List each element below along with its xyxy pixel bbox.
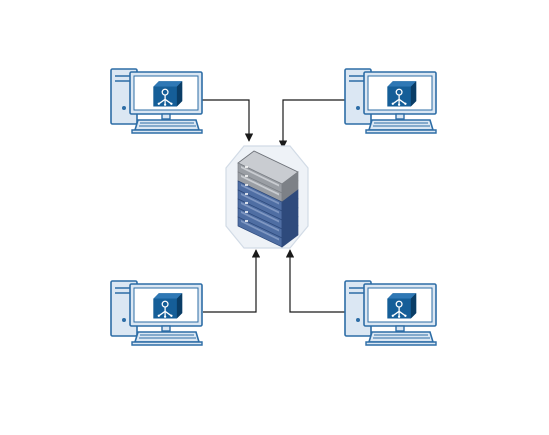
workstation-bottom-right [345, 281, 436, 345]
connector-top-left [200, 99, 254, 142]
connectors [200, 99, 345, 313]
workstation-top-left [111, 69, 202, 133]
workstation-top-right [345, 69, 436, 133]
rack-unit [237, 216, 299, 248]
rack-unit [237, 180, 299, 212]
workstation-icon [111, 69, 202, 133]
connector-bottom-left [203, 249, 261, 313]
workstation-bottom-left [111, 281, 202, 345]
connector-top-right [278, 99, 345, 149]
workstation-icon [345, 69, 436, 133]
server-rack-icon [225, 145, 309, 249]
connector-bottom-right [285, 249, 345, 313]
workstation-icon [111, 281, 202, 345]
workstation-icon [345, 281, 436, 345]
rack-unit [237, 198, 299, 230]
rack-unit [237, 189, 299, 221]
